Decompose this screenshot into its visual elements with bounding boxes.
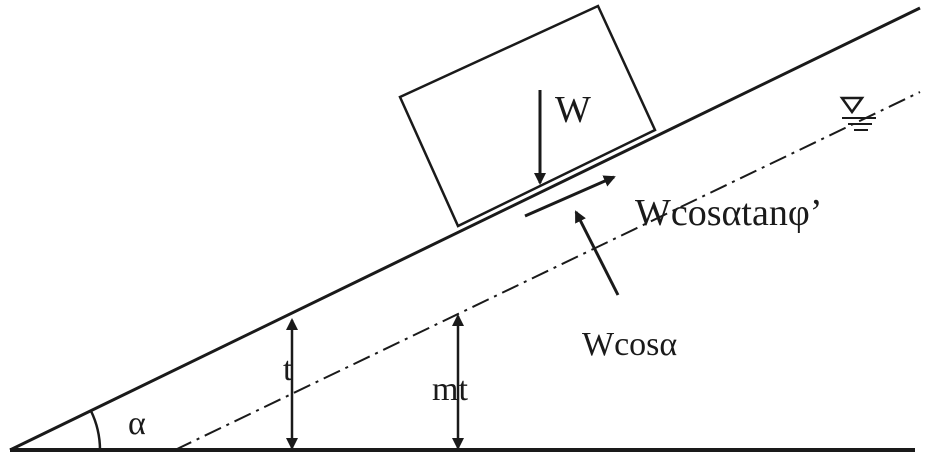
thickness-label: t: [283, 351, 293, 388]
water-table-line: [174, 91, 921, 451]
friction-label: Wcosαtanφ’: [635, 192, 822, 234]
slope-angle-label: α: [128, 405, 146, 442]
sliding-block: [398, 4, 657, 228]
friction-arrow: [524, 175, 616, 218]
slope-surface: [9, 6, 921, 452]
slope-angle-arc: [89, 410, 102, 451]
water-depth-label: mt: [432, 371, 468, 408]
normal-force-arrow: [574, 210, 620, 296]
water-table-symbol-icon: [839, 96, 876, 131]
weight-label: W: [555, 89, 591, 131]
normal-force-label: Wcosα: [582, 326, 677, 363]
